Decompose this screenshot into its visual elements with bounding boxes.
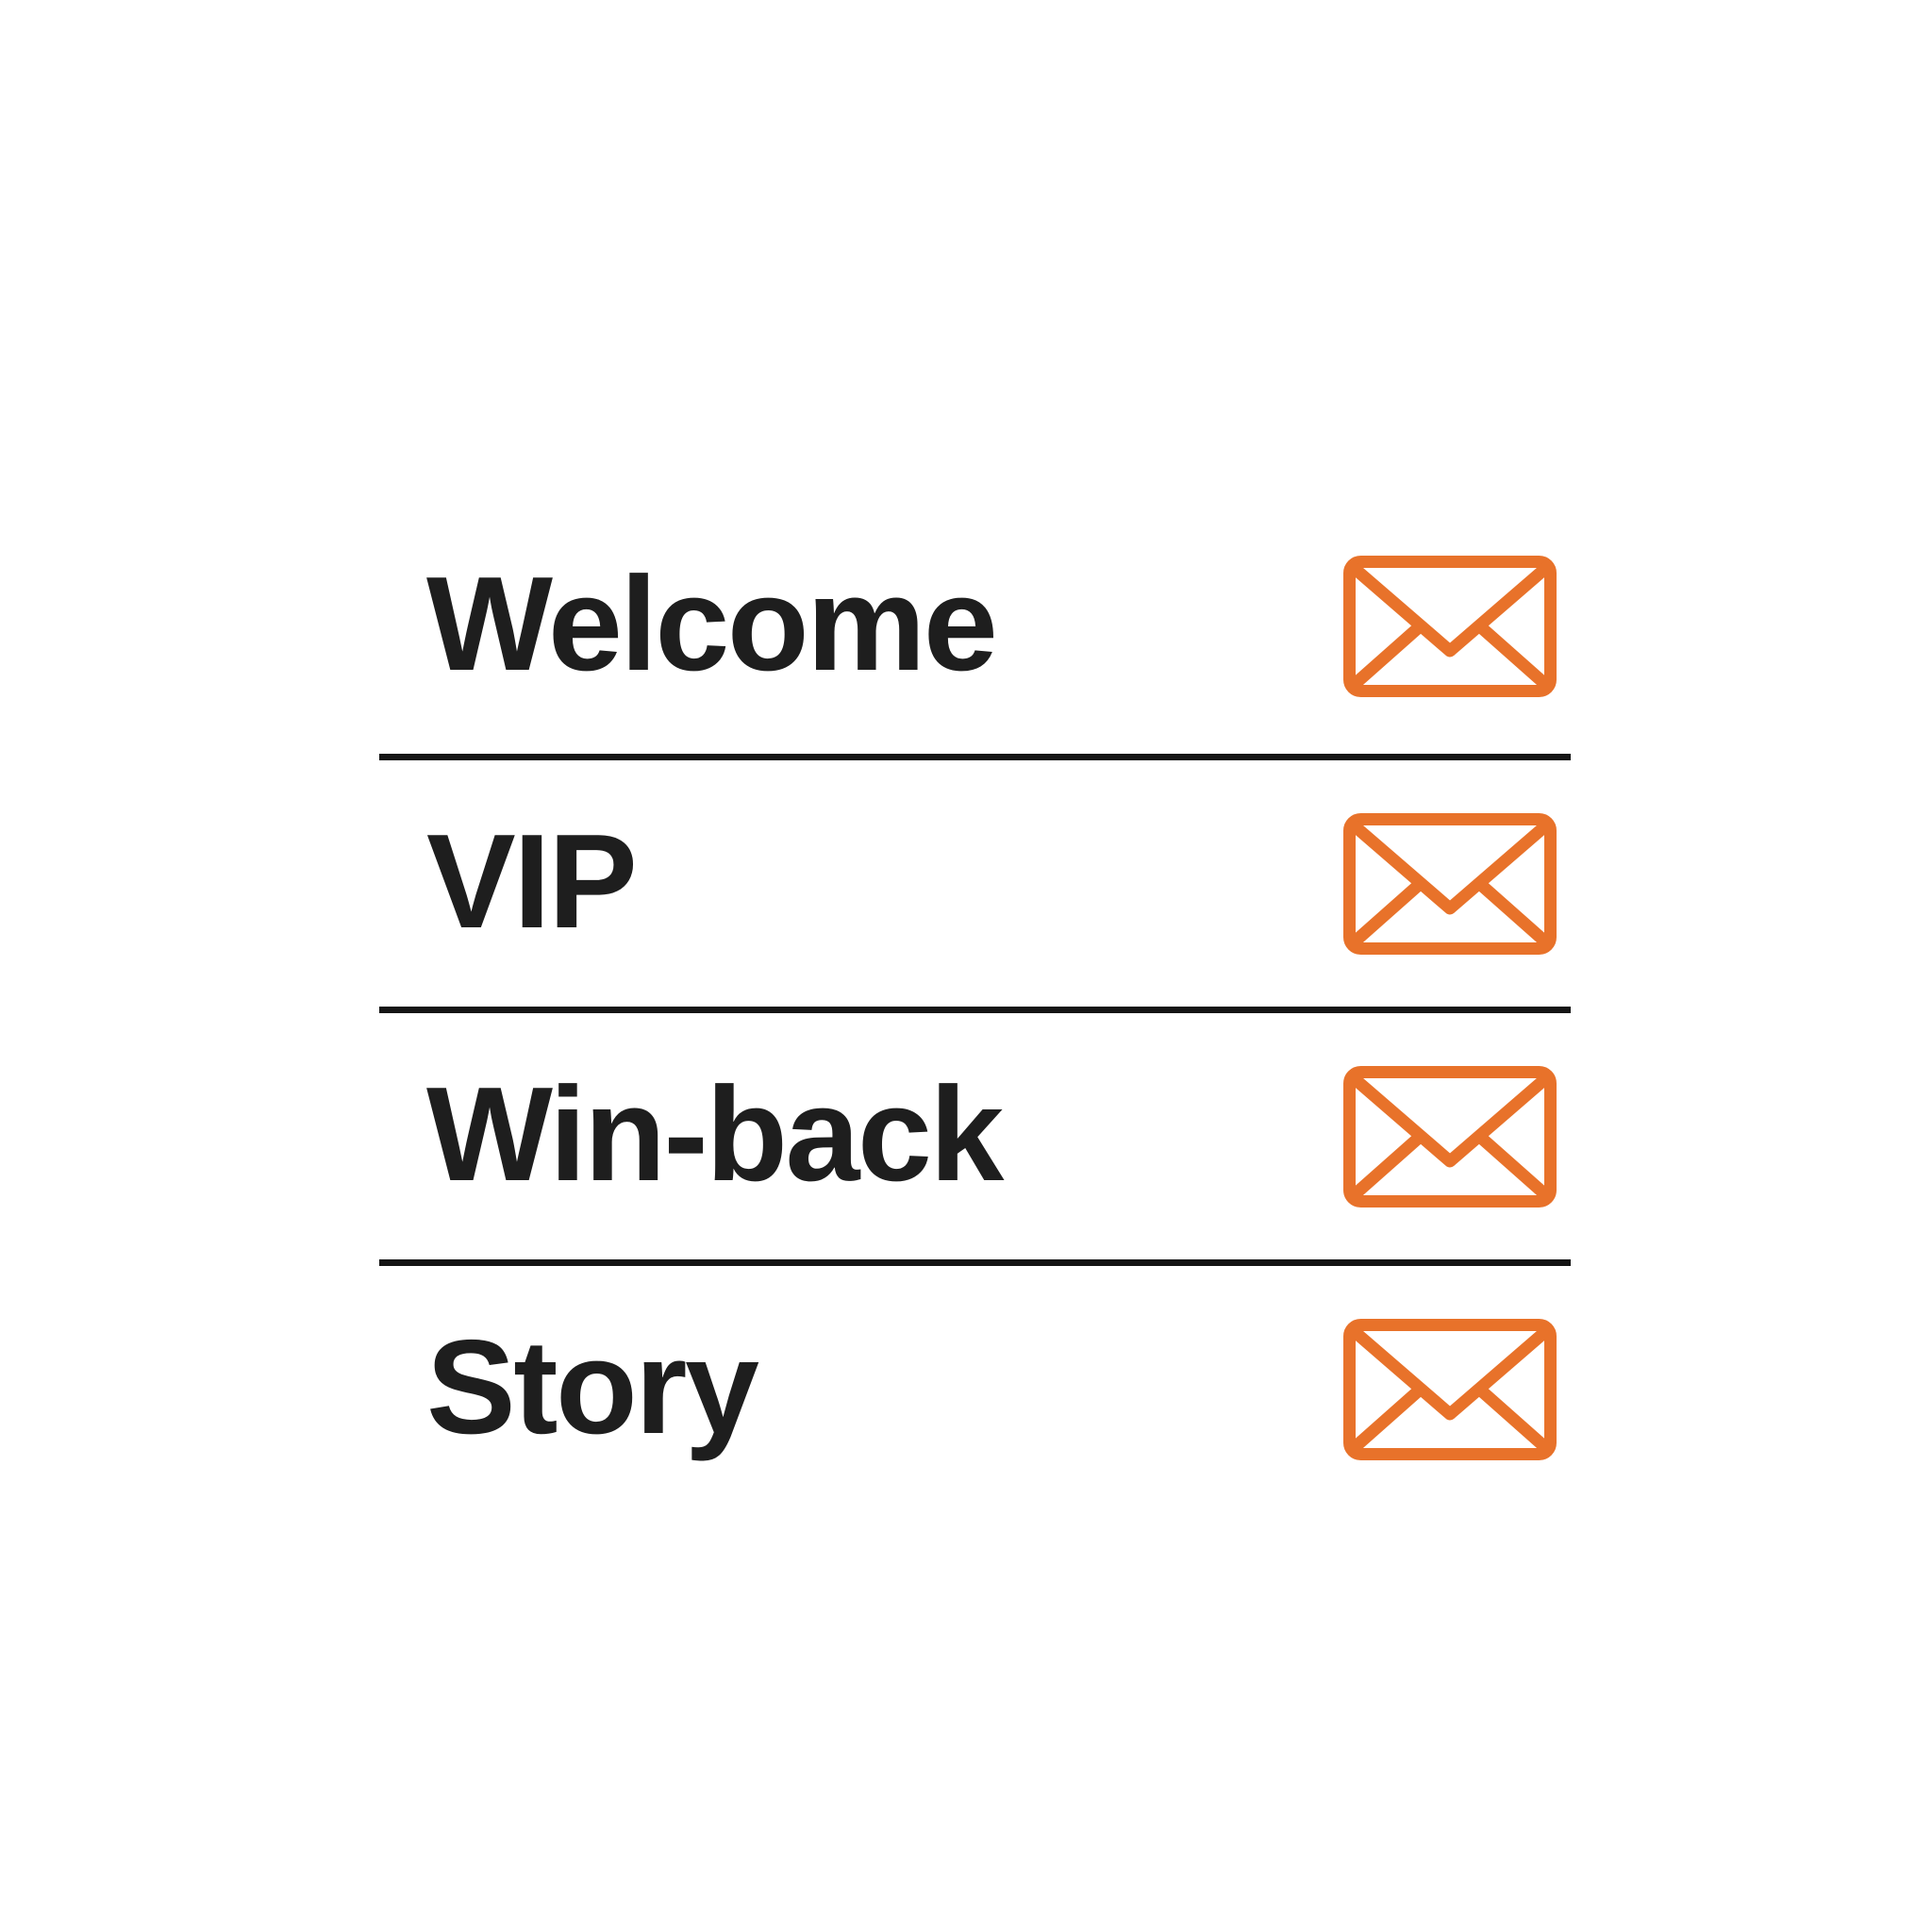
list-item[interactable]: VIP: [379, 754, 1571, 1007]
list-item[interactable]: Story: [379, 1259, 1571, 1512]
list-item[interactable]: Welcome: [379, 498, 1571, 754]
envelope-icon: [1343, 1318, 1557, 1460]
envelope-icon: [1343, 812, 1557, 955]
list-item-label-welcome: Welcome: [426, 548, 998, 699]
list-item-label-story: Story: [426, 1311, 759, 1462]
envelope-icon: [1343, 1065, 1557, 1208]
list-item-label-win-back: Win-back: [426, 1058, 1004, 1209]
envelope-icon: [1343, 555, 1557, 697]
email-campaign-type-list: Welcome VIP: [379, 498, 1571, 1512]
list-item[interactable]: Win-back: [379, 1007, 1571, 1259]
list-item-label-vip: VIP: [426, 806, 638, 957]
